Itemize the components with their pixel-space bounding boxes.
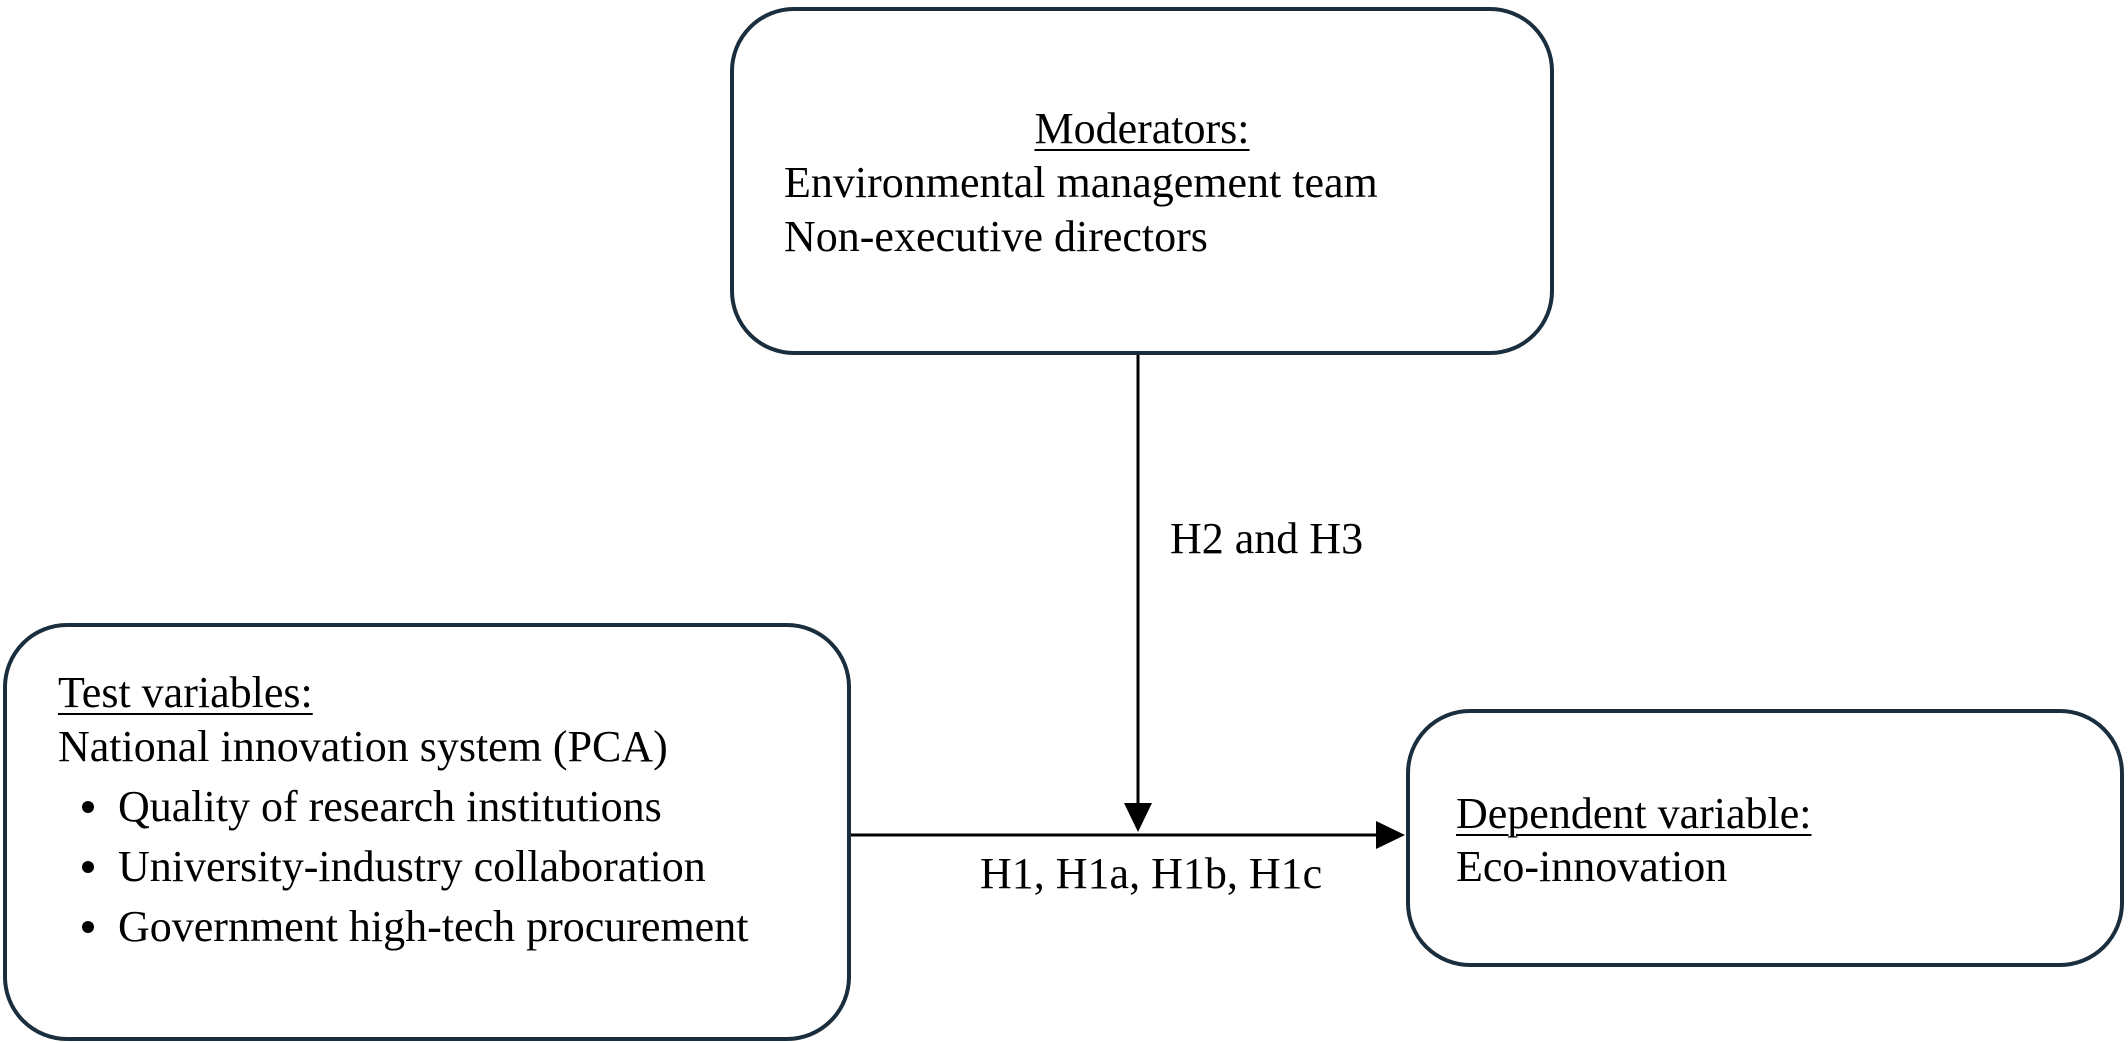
moderator-item: Non-executive directors (784, 212, 1208, 261)
bullet-text: Quality of research institutions (118, 782, 662, 831)
dependent-variable-box (1406, 709, 2124, 967)
moderator-item: Environmental management team (784, 158, 1378, 207)
dependent-variable-heading: Dependent variable: (1456, 789, 1812, 838)
bullet-icon (82, 801, 94, 813)
moderation-arrowhead-icon (1124, 803, 1152, 832)
bullet-text: Government high-tech procurement (118, 902, 749, 951)
moderators-heading: Moderators: (1034, 104, 1250, 153)
bullet-text: University-industry collaboration (118, 842, 706, 891)
main-arrowhead-icon (1376, 821, 1405, 849)
moderation-edge-label: H2 and H3 (1170, 514, 1364, 563)
test-variables-heading: Test variables: (58, 668, 313, 717)
test-variables-subtitle: National innovation system (PCA) (58, 722, 668, 771)
test-variables-box (3, 623, 851, 1041)
dependent-variable-item: Eco-innovation (1456, 842, 1728, 891)
bullet-icon (82, 861, 94, 873)
bullet-icon (82, 921, 94, 933)
test-variable-bullet: Quality of research institutions (82, 780, 662, 834)
test-variable-bullet: Government high-tech procurement (82, 900, 748, 954)
main-edge-label: H1, H1a, H1b, H1c (980, 849, 1323, 898)
moderators-box (730, 7, 1554, 355)
test-variable-bullet: University-industry collaboration (82, 840, 706, 894)
